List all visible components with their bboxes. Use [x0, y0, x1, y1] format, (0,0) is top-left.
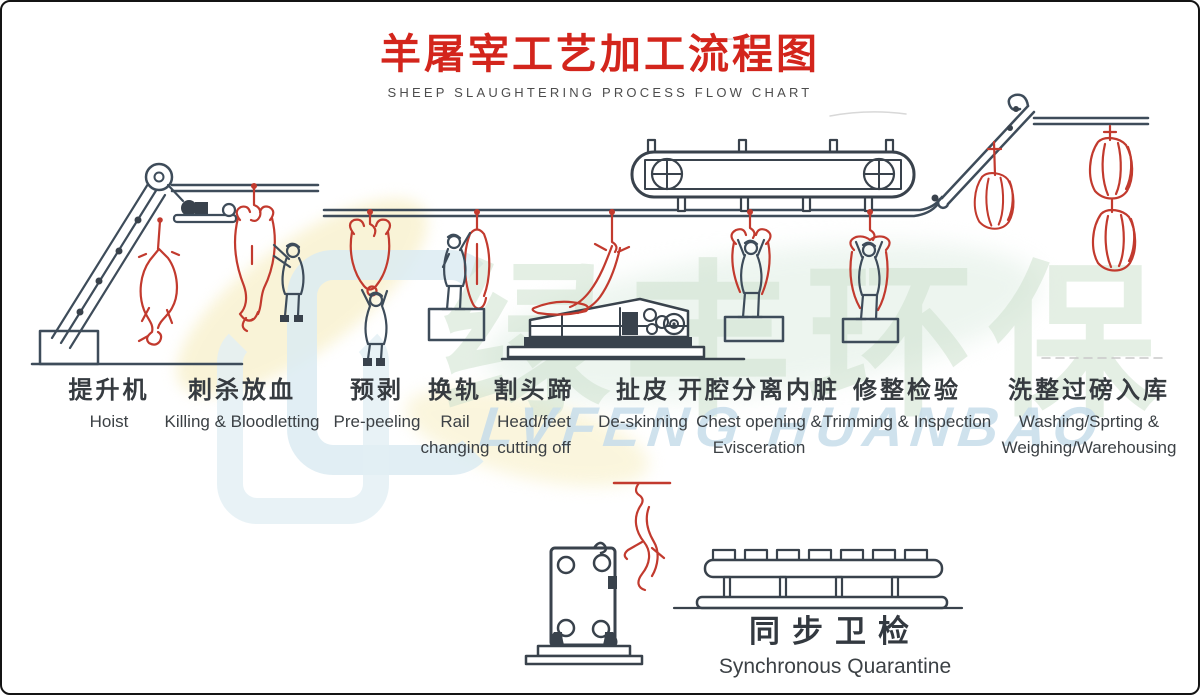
quarantine-conveyor-table [672, 548, 964, 610]
carcass-de-skinning [531, 209, 631, 316]
station-chest-opening: 开腔分离内脏 Chest opening & Evisceration [654, 376, 864, 461]
station-en-label: Hoist [89, 412, 129, 431]
worker-pre-peeling [360, 288, 389, 366]
worker-bloodletting [272, 242, 305, 322]
station-zh-label: 洗整过磅入库 [1008, 377, 1170, 404]
station-de-skinning: 扯皮 De-skinning [538, 376, 748, 435]
station-rail-changing: 换轨 Rail changing [350, 376, 560, 461]
station-en-label: Chest opening & Evisceration [696, 412, 822, 457]
station-pre-peeling: 预剥 Pre-peeling [272, 376, 482, 435]
carcass-bag-incline [973, 140, 1015, 230]
incline-conveyor [931, 93, 1150, 210]
de-hiding-machine [500, 297, 746, 361]
worker-evisceration [723, 238, 785, 343]
station-zh-label: 割头蹄 [493, 377, 575, 404]
hoist-illustration [30, 162, 244, 366]
carcass-bags-stacked [1088, 124, 1137, 272]
station-en-label: De-skinning [598, 412, 688, 431]
station-zh-label: 刺杀放血 [188, 377, 296, 404]
station-en-label: Killing & Bloodletting [164, 412, 320, 431]
station-en-label: Rail changing [420, 412, 490, 457]
station-killing-bloodletting: 刺杀放血 Killing & Bloodletting [137, 376, 347, 435]
station-zh-label: 开腔分离内脏 [678, 377, 840, 404]
station-zh-label: 同步卫检 [749, 614, 921, 649]
station-trimming-inspection: 修整检验 Trimming & Inspection [802, 376, 1012, 435]
station-en-label: Head/feet cutting off [497, 412, 571, 457]
station-en-label: Washing/Sprting & Weighing/Warehousing [1001, 412, 1177, 457]
page-subtitle: SHEEP SLAUGHTERING PROCESS FLOW CHART [387, 85, 813, 100]
carcass-on-hoist [137, 217, 181, 346]
worker-trimming [841, 240, 900, 344]
carcass-quarantine [612, 481, 672, 592]
carcass-head-feet [463, 209, 491, 310]
carcass-bloodletting [234, 183, 276, 333]
station-zh-label: 修整检验 [853, 377, 961, 404]
aerial-conveyor [630, 38, 916, 213]
station-zh-label: 换轨 [428, 377, 482, 404]
station-head-feet-cutting: 割头蹄 Head/feet cutting off [429, 376, 639, 461]
page-title: 羊屠宰工艺加工流程图 [380, 31, 820, 77]
worker-rail-changing [427, 231, 486, 342]
station-zh-label: 预剥 [350, 377, 404, 404]
station-en-label: Trimming & Inspection [822, 412, 992, 431]
station-en-label: Pre-peeling [333, 412, 421, 431]
station-zh-label: 提升机 [68, 377, 150, 404]
station-washing-weighing: 洗整过磅入库 Washing/Sprting & Weighing/Wareho… [984, 376, 1194, 461]
station-synchronous-quarantine: 同步卫检 Synchronous Quarantine [600, 606, 1070, 679]
quarantine-machine [524, 541, 644, 666]
carcass-evisceration [730, 209, 772, 296]
carcass-pre-peeling [348, 209, 392, 297]
station-en-label: Synchronous Quarantine [718, 655, 952, 678]
rail-upper-left [170, 183, 320, 193]
station-zh-label: 扯皮 [616, 377, 670, 404]
carcass-trimming [849, 209, 891, 312]
overhead-rail [322, 195, 944, 218]
header: 羊屠宰工艺加工流程图 SHEEP SLAUGHTERING PROCESS FL… [2, 20, 1198, 100]
station-hoist: 提升机 Hoist [4, 376, 214, 435]
